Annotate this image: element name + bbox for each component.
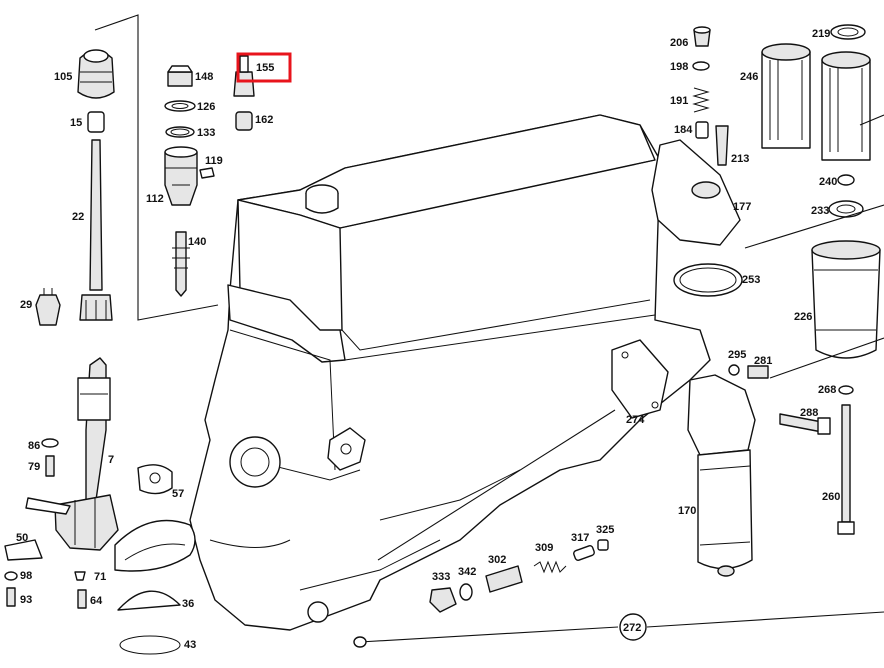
label-133[interactable]: 133 (197, 127, 215, 139)
label-333[interactable]: 333 (432, 571, 450, 583)
label-233[interactable]: 233 (811, 205, 829, 217)
label-325[interactable]: 325 (596, 524, 614, 536)
label-7[interactable]: 7 (108, 454, 114, 466)
label-240[interactable]: 240 (819, 176, 837, 188)
label-29[interactable]: 29 (20, 299, 32, 311)
oil-pump-group (4, 357, 181, 655)
label-57[interactable]: 57 (172, 488, 184, 500)
label-206[interactable]: 206 (670, 37, 688, 49)
label-288[interactable]: 288 (800, 407, 818, 419)
label-71[interactable]: 71 (94, 571, 106, 583)
label-148[interactable]: 148 (195, 71, 213, 83)
label-219[interactable]: 219 (812, 28, 830, 40)
label-302[interactable]: 302 (488, 554, 506, 566)
label-170[interactable]: 170 (678, 505, 696, 517)
highlight-box-155 (236, 52, 292, 83)
label-191[interactable]: 191 (670, 95, 688, 107)
label-295[interactable]: 295 (728, 349, 746, 361)
label-126[interactable]: 126 (197, 101, 215, 113)
engine-block (114, 114, 711, 631)
label-317[interactable]: 317 (571, 532, 589, 544)
bottom-row-parts (353, 409, 884, 648)
label-98[interactable]: 98 (20, 570, 32, 582)
label-155[interactable]: 155 (256, 62, 274, 74)
label-272[interactable]: 272 (623, 622, 641, 634)
label-184[interactable]: 184 (674, 124, 693, 136)
label-281[interactable]: 281 (754, 355, 772, 367)
label-260[interactable]: 260 (822, 491, 840, 503)
right-side-parts (611, 24, 884, 577)
label-246[interactable]: 246 (740, 71, 758, 83)
label-213[interactable]: 213 (731, 153, 749, 165)
label-105[interactable]: 105 (54, 71, 72, 83)
label-140[interactable]: 140 (188, 236, 206, 248)
label-86[interactable]: 86 (28, 440, 40, 452)
label-64[interactable]: 64 (90, 595, 103, 607)
label-119[interactable]: 119 (205, 155, 223, 167)
label-274[interactable]: 274 (626, 414, 645, 426)
left-column-parts (35, 14, 255, 326)
label-268[interactable]: 268 (818, 384, 836, 396)
label-342[interactable]: 342 (458, 566, 476, 578)
label-226[interactable]: 226 (794, 311, 812, 323)
label-43[interactable]: 43 (184, 639, 196, 651)
label-79[interactable]: 79 (28, 461, 40, 473)
label-162[interactable]: 162 (255, 114, 273, 126)
label-309[interactable]: 309 (535, 542, 553, 554)
label-15[interactable]: 15 (70, 117, 82, 129)
label-36[interactable]: 36 (182, 598, 194, 610)
label-177[interactable]: 177 (733, 201, 751, 213)
label-93[interactable]: 93 (20, 594, 32, 606)
label-22[interactable]: 22 (72, 211, 84, 223)
label-253[interactable]: 253 (742, 274, 760, 286)
part-labels: 105 15 22 29 148 126 133 119 112 140 155… (16, 28, 840, 651)
label-112[interactable]: 112 (146, 193, 164, 205)
label-198[interactable]: 198 (670, 61, 688, 73)
label-50[interactable]: 50 (16, 532, 28, 544)
